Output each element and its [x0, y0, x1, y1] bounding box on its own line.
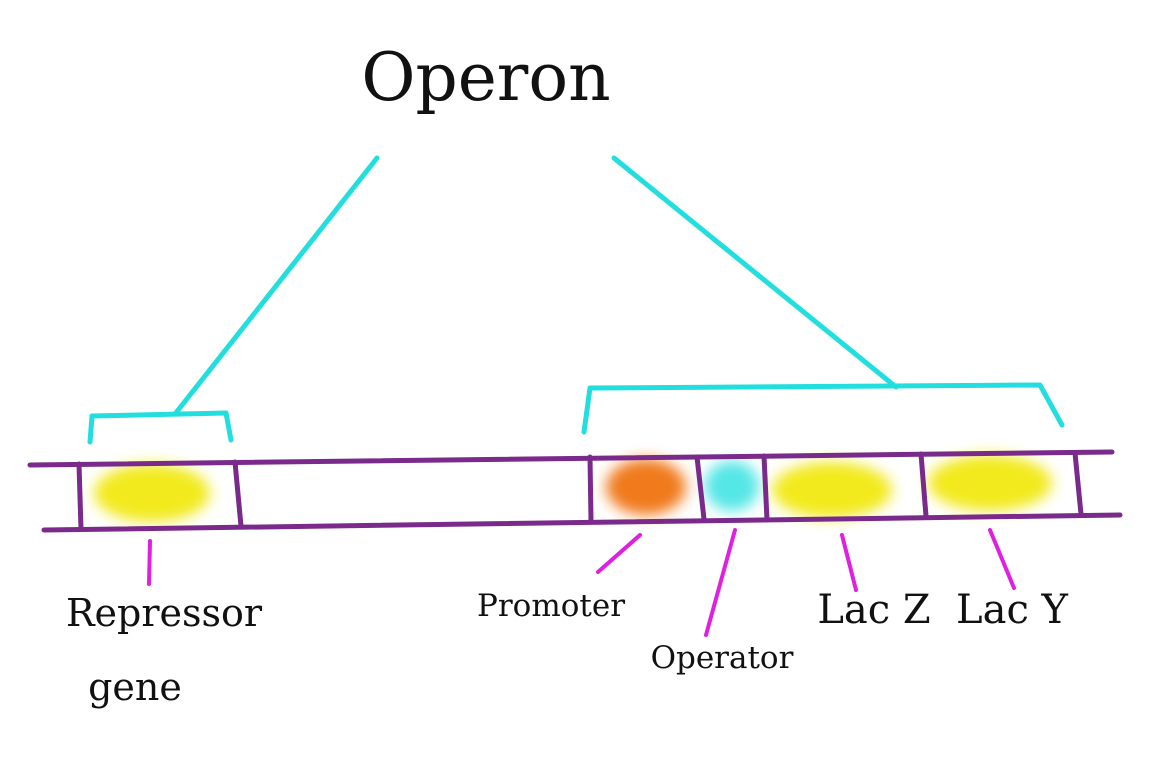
gene-blobs — [94, 455, 1052, 522]
repressor-label-line1: Repressor — [66, 591, 263, 635]
dna-rung — [587, 454, 594, 523]
connector-left — [172, 155, 380, 417]
operator-blob — [705, 461, 759, 511]
lac-z-label: Lac Z — [817, 587, 930, 633]
operon-bracket — [581, 382, 1065, 435]
operator-pointer — [704, 528, 737, 637]
dna-rung — [761, 453, 770, 523]
connector-right — [611, 155, 899, 390]
operator-label: Operator — [651, 640, 794, 676]
diagram-title: Operon — [361, 39, 610, 116]
promoter-label: Promoter — [477, 588, 625, 624]
dna-rung — [918, 451, 929, 519]
lac-y-pointer — [988, 528, 1016, 590]
dna-top-strand — [27, 449, 1115, 468]
repressor-bracket — [87, 410, 234, 445]
promoter-blob — [606, 459, 686, 515]
pointer-lines — [147, 528, 1016, 637]
repressor-gene-blob — [94, 464, 210, 522]
dna-rung — [694, 454, 707, 522]
operon-connector-lines — [172, 155, 899, 417]
lac-z-pointer — [840, 533, 858, 592]
promoter-pointer — [596, 533, 642, 574]
lac-y-blob — [928, 455, 1052, 511]
brackets — [87, 382, 1065, 445]
lac-z-blob — [772, 462, 892, 518]
dna-bottom-strand — [41, 512, 1123, 533]
dna-rung — [1072, 450, 1084, 517]
dna-strand — [27, 449, 1123, 533]
dna-rung — [232, 459, 244, 529]
repressor-pointer — [147, 539, 152, 586]
lac-y-label: Lac Y — [956, 587, 1069, 633]
dna-rung — [76, 461, 84, 532]
repressor-label-line2: gene — [88, 665, 182, 709]
